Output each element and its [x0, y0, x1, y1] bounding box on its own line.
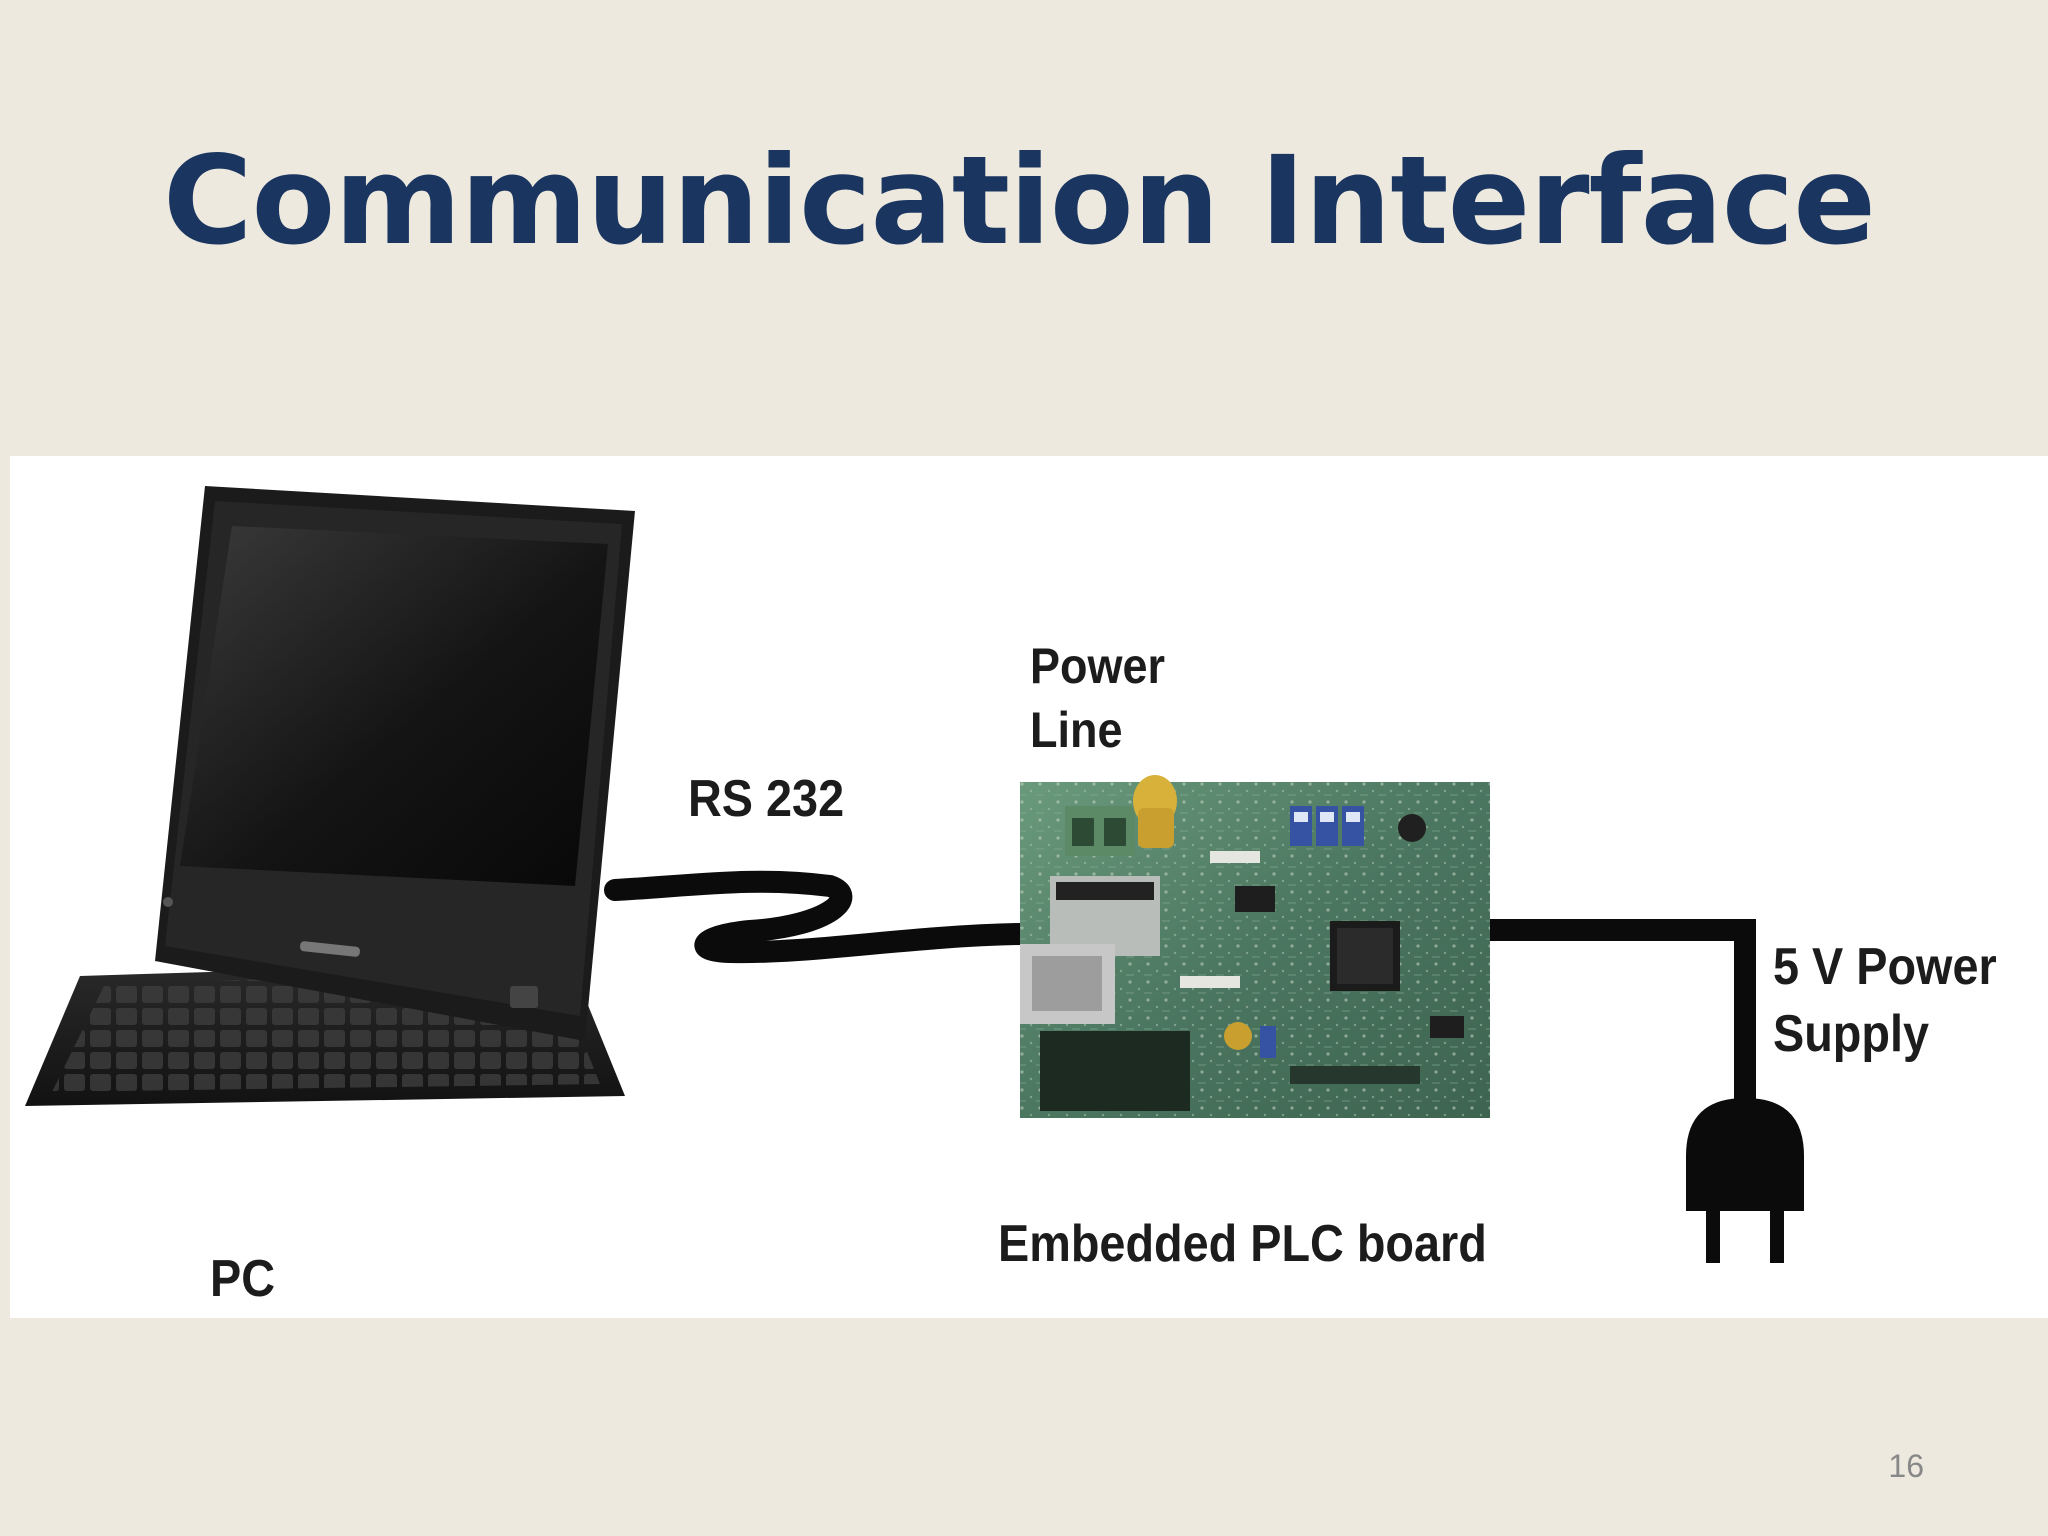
label-power-supply: 5 V Power Supply — [1773, 934, 1997, 1067]
slide-title: Communication Interface — [163, 130, 1876, 272]
power-plug-icon — [1686, 1098, 1804, 1263]
label-power-line: Power Line — [1030, 634, 1165, 762]
communication-diagram: PC RS 232 Power Line 5 V Power Supply Em… — [10, 456, 2048, 1318]
label-pc: PC — [210, 1250, 276, 1308]
label-plc-board: Embedded PLC board — [998, 1215, 1487, 1273]
page-number: 16 — [1888, 1448, 1924, 1484]
label-power-supply-line1: 5 V Power — [1773, 938, 1997, 996]
circuit-board-icon — [1020, 775, 1490, 1118]
laptop-icon — [25, 486, 635, 1106]
label-power-line-line1: Power — [1030, 638, 1166, 694]
label-rs232: RS 232 — [688, 770, 845, 828]
rs232-cable — [604, 870, 1031, 964]
label-power-line-line2: Line — [1030, 702, 1123, 758]
power-cable — [1490, 919, 1756, 1106]
label-power-supply-line2: Supply — [1773, 1004, 1930, 1063]
